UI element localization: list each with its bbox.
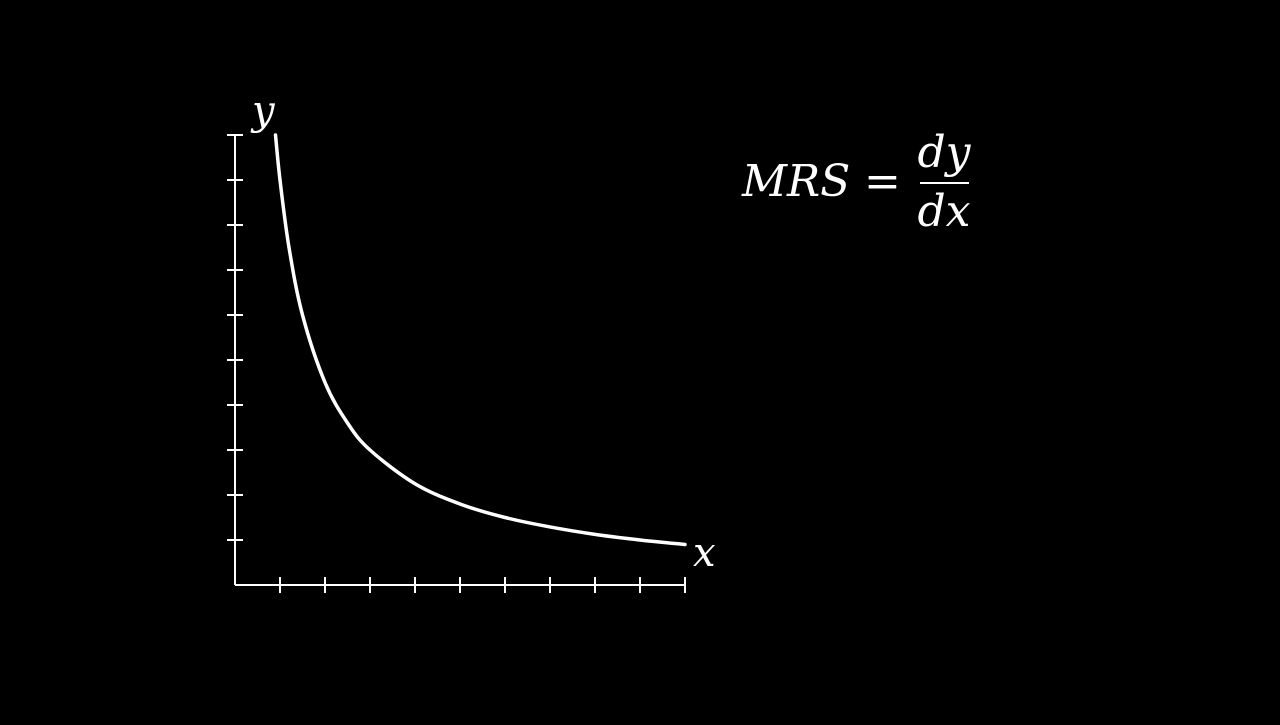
y-axis-label: y [250, 88, 276, 134]
series-line-1 [273, 133, 687, 547]
series-layer [273, 133, 687, 547]
formula-equals: = [864, 156, 901, 207]
x-ticks [279, 577, 686, 593]
formula-lhs: MRS [741, 156, 850, 207]
axes [234, 135, 685, 586]
y-ticks [227, 134, 243, 541]
mrs-formula: MRS = dy dx [741, 127, 972, 237]
x-axis-label: x [693, 530, 716, 576]
formula-denominator: dx [918, 186, 971, 237]
formula-numerator: dy [917, 127, 971, 178]
